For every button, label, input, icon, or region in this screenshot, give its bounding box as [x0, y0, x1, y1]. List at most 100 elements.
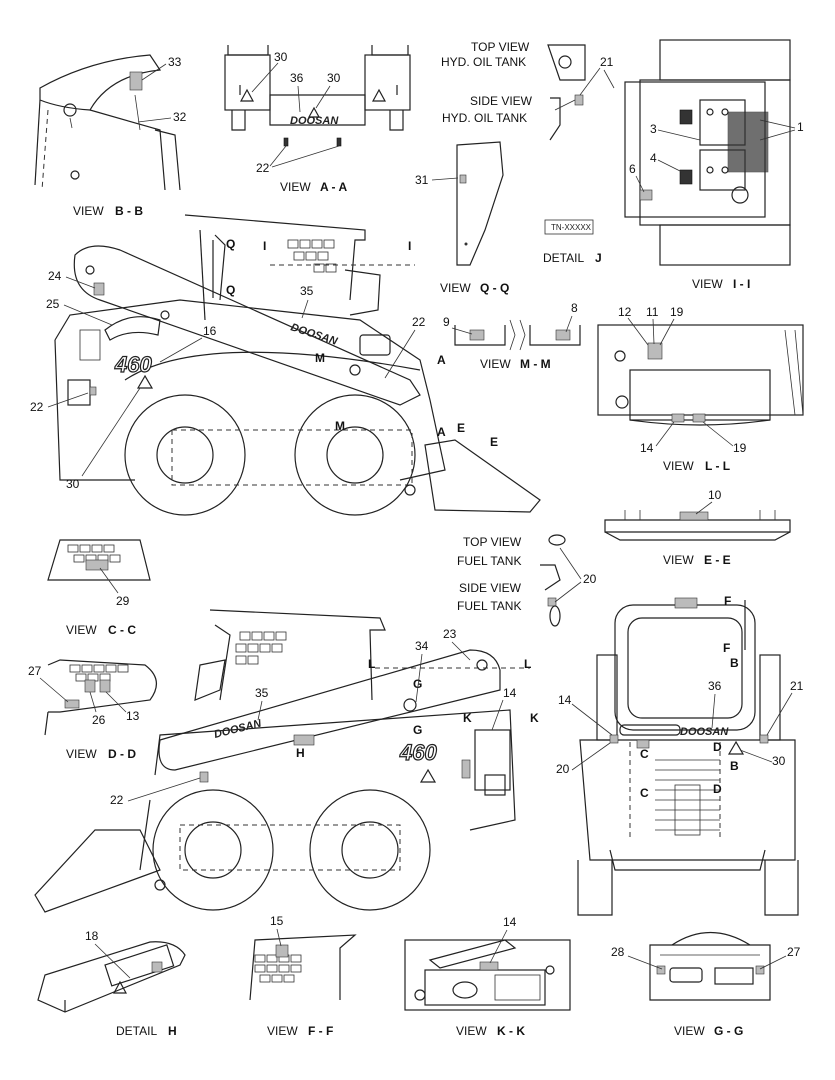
tn-plate-text: TN-XXXXX [551, 223, 592, 232]
note-side-view-fuel: SIDE VIEW [459, 581, 522, 595]
view-kk-prefix: VIEW [456, 1024, 487, 1038]
leader-21-b [603, 69, 615, 89]
callout-3: 3 [650, 122, 657, 136]
leader-30-c [81, 387, 141, 477]
view-cc-label: C - C [108, 623, 136, 637]
hyd-tank-drawing [547, 44, 586, 141]
leader-23 [451, 641, 471, 661]
mark-g-2: G [413, 723, 422, 737]
mark-m-2: M [335, 419, 345, 433]
note-hyd-oil-tank-2: HYD. OIL TANK [442, 111, 527, 125]
view-gg-prefix: VIEW [674, 1024, 705, 1038]
leader-3 [657, 129, 701, 141]
leader-31 [431, 177, 459, 181]
mark-c-2: C [640, 786, 649, 800]
mark-f-1: F [724, 594, 731, 608]
view-cc-prefix: VIEW [66, 623, 97, 637]
mark-k-2: K [530, 711, 539, 725]
view-bb-prefix: VIEW [73, 204, 104, 218]
view-gg-drawing [649, 931, 771, 1001]
leader-16 [159, 337, 203, 363]
leader-34 [415, 653, 423, 703]
callout-25: 25 [46, 297, 60, 311]
lower-model-decal: 460 [399, 740, 437, 765]
view-dd-label: D - D [108, 747, 136, 761]
mark-d-2: D [713, 782, 722, 796]
callout-12: 12 [618, 305, 632, 319]
callout-29: 29 [116, 594, 130, 608]
callout-23: 23 [443, 627, 457, 641]
callout-10: 10 [708, 488, 722, 502]
leader-28 [627, 955, 663, 970]
callout-30: 30 [327, 71, 341, 85]
callout-18: 18 [85, 929, 99, 943]
callout-27: 27 [787, 945, 801, 959]
leader-14-c [571, 703, 613, 736]
callout-22: 22 [412, 315, 426, 329]
view-aa-drawing [224, 45, 411, 147]
view-ff-drawing [249, 934, 357, 1001]
leader-33 [141, 63, 167, 81]
mark-q-2: Q [226, 283, 235, 297]
callout-22: 22 [30, 400, 44, 414]
fuel-tank-drawing [540, 534, 566, 627]
view-dd-drawing [44, 659, 157, 736]
view-qq-prefix: VIEW [440, 281, 471, 295]
leader-27-b [759, 955, 787, 970]
leader-18 [94, 943, 131, 979]
callout-30: 30 [66, 477, 80, 491]
note-fuel-tank: FUEL TANK [457, 554, 521, 568]
leader-4 [657, 159, 683, 173]
leader-25 [63, 304, 113, 326]
view-ee-label: E - E [704, 553, 731, 567]
detail-h-prefix: DETAIL [116, 1024, 157, 1038]
callout-20: 20 [556, 762, 570, 776]
leader-21-c [766, 692, 793, 736]
callout-15: 15 [270, 914, 284, 928]
view-ll-label: L - L [705, 459, 730, 473]
callout-13: 13 [126, 709, 140, 723]
view-ff-prefix: VIEW [267, 1024, 298, 1038]
leader-8 [565, 315, 573, 333]
callout-14: 14 [640, 441, 654, 455]
view-qq-label: Q - Q [480, 281, 509, 295]
leader-30-b [315, 85, 331, 109]
leader-29 [99, 567, 119, 594]
leader-22-e [127, 777, 201, 802]
mark-l-2: L [524, 657, 531, 671]
view-kk-label: K - K [497, 1024, 525, 1038]
callout-24: 24 [48, 269, 62, 283]
detail-h-drawing [37, 941, 186, 1013]
view-ii-label: I - I [733, 277, 750, 291]
mark-d-1: D [713, 740, 722, 754]
mark-b-1: B [730, 656, 739, 670]
leader-22-b [271, 145, 340, 168]
rear-view-drawing [577, 597, 799, 916]
view-ii-drawing [624, 39, 791, 266]
mark-c-1: C [640, 747, 649, 761]
leader-35-b [257, 700, 263, 721]
leader-27-a [39, 677, 69, 703]
view-aa-label: A - A [320, 180, 347, 194]
side-brand-decal: DOOSAN [289, 321, 340, 348]
callout-27: 27 [28, 664, 42, 678]
mark-k-1: K [463, 711, 472, 725]
callout-28: 28 [611, 945, 625, 959]
mark-a-1: A [437, 353, 446, 367]
leader-13 [105, 691, 127, 713]
leader-21-a [579, 67, 601, 96]
view-ff-label: F - F [308, 1024, 333, 1038]
view-ee-prefix: VIEW [663, 553, 694, 567]
view-mm-label: M - M [520, 357, 551, 371]
tn-plate [544, 219, 594, 235]
leader-19-a [659, 318, 675, 346]
mark-e-2: E [490, 435, 498, 449]
detail-j-prefix: DETAIL [543, 251, 584, 265]
leader-32 [137, 117, 172, 123]
callout-36: 36 [290, 71, 304, 85]
note-top-view-hyd: TOP VIEW [471, 40, 530, 54]
leader-19-b [702, 421, 734, 447]
callout-31: 31 [415, 173, 429, 187]
